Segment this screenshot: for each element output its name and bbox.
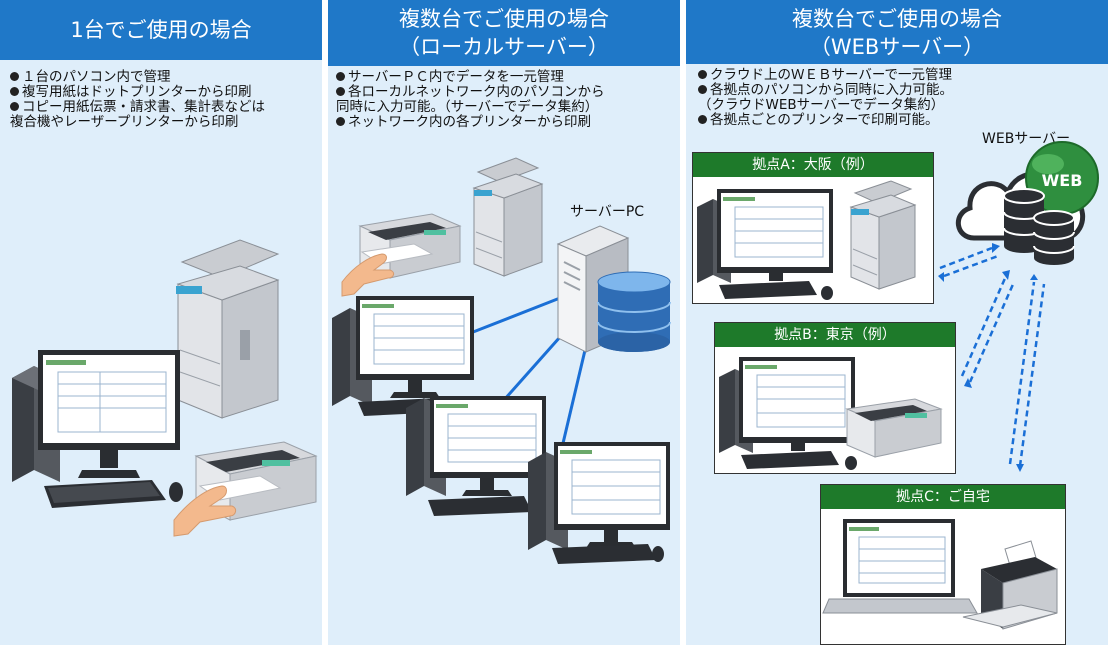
panel-web-bullets: クラウド上のＷＥＢサーバーで一元管理 各拠点のパソコンから同時に入力可能。 （ク… bbox=[698, 68, 953, 128]
bullet-dot bbox=[10, 102, 19, 111]
site-c-header: 拠点C：ご自宅 bbox=[821, 485, 1065, 509]
mouse-icon bbox=[169, 482, 183, 502]
bullet-dot bbox=[336, 72, 345, 81]
bullet-dot bbox=[698, 115, 707, 124]
bullet-dot bbox=[10, 72, 19, 81]
bullet-dot bbox=[336, 117, 345, 126]
bullet-text: 各ローカルネットワーク内のパソコンから bbox=[348, 84, 605, 100]
panel-local-server: 複数台でご使用の場合 （ローカルサーバー） サーバーＰＣ内でデータを一元管理 各… bbox=[328, 0, 680, 645]
bullet-dot bbox=[698, 85, 707, 94]
panel-local-title-line2: （ローカルサーバー） bbox=[399, 35, 609, 59]
bullet-continuation: （クラウドWEBサーバーでデータ集約） bbox=[698, 97, 945, 113]
client-pc-icon bbox=[528, 442, 670, 564]
panel-single-illustration bbox=[12, 239, 318, 537]
dot-printer-icon bbox=[845, 398, 943, 458]
bullet-item: クラウド上のＷＥＢサーバーで一元管理 bbox=[698, 68, 953, 83]
bullet-text: ネットワーク内の各プリンターから印刷 bbox=[348, 114, 591, 130]
panel-single-bullets: １台のパソコン内で管理 複写用紙はドットプリンターから印刷 コピー用紙伝票・請求… bbox=[10, 70, 265, 130]
site-c-illustration bbox=[822, 519, 1058, 630]
database-icon bbox=[597, 271, 671, 352]
bullet-continuation: 同時に入力可能。（サーバーでデータ集約） bbox=[336, 99, 599, 115]
bullet-text: サーバーＰＣ内でデータを一元管理 bbox=[348, 69, 564, 85]
bullet-item: 各ローカルネットワーク内のパソコンから bbox=[336, 85, 605, 100]
bullet-text: 各拠点ごとのプリンターで印刷可能。 bbox=[710, 112, 939, 128]
panel-single: 1台でご使用の場合 １台のパソコン内で管理 複写用紙はドットプリンターから印刷 … bbox=[0, 0, 322, 645]
site-b-box: 拠点B：東京（例） bbox=[714, 322, 956, 474]
bullet-dot bbox=[336, 87, 345, 96]
bullet-continuation: 複合機やレーザープリンターから印刷 bbox=[10, 114, 239, 130]
site-b-illustration bbox=[719, 357, 943, 470]
bullet-item: 各拠点のパソコンから同時に入力可能。 bbox=[698, 83, 953, 98]
bullet-item: １台のパソコン内で管理 bbox=[10, 70, 265, 85]
hand-icon bbox=[173, 485, 237, 537]
monitor-icon bbox=[38, 350, 180, 478]
site-a-box: 拠点A：大阪（例） bbox=[692, 152, 934, 304]
inkjet-printer-icon bbox=[962, 540, 1058, 630]
client-pc-icon bbox=[406, 396, 546, 516]
mouse-icon bbox=[652, 546, 664, 562]
panel-local-title-line1: 複数台でご使用の場合 bbox=[399, 7, 609, 31]
web-server-label: WEBサーバー bbox=[982, 131, 1071, 147]
dot-printer-icon bbox=[358, 213, 462, 279]
bullet-text: コピー用紙伝票・請求書、集計表などは bbox=[22, 99, 265, 115]
panel-web-illustration: WEB bbox=[938, 141, 1099, 472]
site-a-illustration bbox=[697, 180, 917, 300]
copier-icon bbox=[472, 157, 544, 277]
copier-icon bbox=[849, 180, 917, 290]
bullet-text: 複写用紙はドットプリンターから印刷 bbox=[22, 84, 252, 100]
panel-web-title-line2: （WEBサーバー） bbox=[809, 35, 985, 59]
bullet-dot bbox=[10, 87, 19, 96]
bullet-item: サーバーＰＣ内でデータを一元管理 bbox=[336, 70, 605, 85]
bullet-dot bbox=[698, 70, 707, 79]
mouse-icon bbox=[845, 456, 857, 470]
client-pc-icon bbox=[697, 189, 833, 300]
network-lines bbox=[467, 296, 588, 457]
mouse-icon bbox=[821, 286, 833, 300]
web-badge-text: WEB bbox=[1042, 171, 1083, 190]
panel-local-bullets: サーバーＰＣ内でデータを一元管理 各ローカルネットワーク内のパソコンから 同時に… bbox=[336, 70, 605, 130]
bullet-text: １台のパソコン内で管理 bbox=[22, 69, 171, 85]
panel-single-title: 1台でご使用の場合 bbox=[70, 18, 252, 42]
client-pc-icon bbox=[332, 296, 474, 416]
sync-arrows bbox=[939, 246, 1046, 467]
client-pc-icon bbox=[719, 357, 857, 470]
database-stack-icon bbox=[1003, 188, 1075, 265]
site-a-header: 拠点A：大阪（例） bbox=[693, 153, 933, 177]
site-c-box: 拠点C：ご自宅 bbox=[820, 484, 1066, 645]
bullet-item: ネットワーク内の各プリンターから印刷 bbox=[336, 115, 605, 130]
copier-icon bbox=[176, 239, 280, 419]
panel-local-header: 複数台でご使用の場合 （ローカルサーバー） bbox=[328, 0, 680, 66]
hand-icon bbox=[341, 253, 395, 297]
keyboard-icon bbox=[44, 480, 166, 508]
panel-single-header: 1台でご使用の場合 bbox=[0, 0, 322, 60]
bullet-text: クラウド上のＷＥＢサーバーで一元管理 bbox=[710, 67, 953, 83]
laptop-icon bbox=[822, 519, 978, 614]
panel-web-server: 複数台でご使用の場合 （WEBサーバー） クラウド上のＷＥＢサーバーで一元管理 … bbox=[686, 0, 1108, 645]
panel-local-illustration bbox=[332, 157, 671, 564]
bullet-item: コピー用紙伝票・請求書、集計表などは bbox=[10, 100, 265, 115]
server-pc-label: サーバーPC bbox=[570, 204, 645, 220]
site-b-header: 拠点B：東京（例） bbox=[715, 323, 955, 347]
bullet-item: 各拠点ごとのプリンターで印刷可能。 bbox=[698, 113, 953, 128]
dot-printer-icon bbox=[194, 441, 318, 521]
panel-web-title-line1: 複数台でご使用の場合 bbox=[792, 7, 1002, 31]
bullet-text: 各拠点のパソコンから同時に入力可能。 bbox=[710, 82, 953, 98]
panel-web-header: 複数台でご使用の場合 （WEBサーバー） bbox=[686, 0, 1108, 64]
bullet-item: 複写用紙はドットプリンターから印刷 bbox=[10, 85, 265, 100]
arrowheads bbox=[938, 243, 1038, 472]
